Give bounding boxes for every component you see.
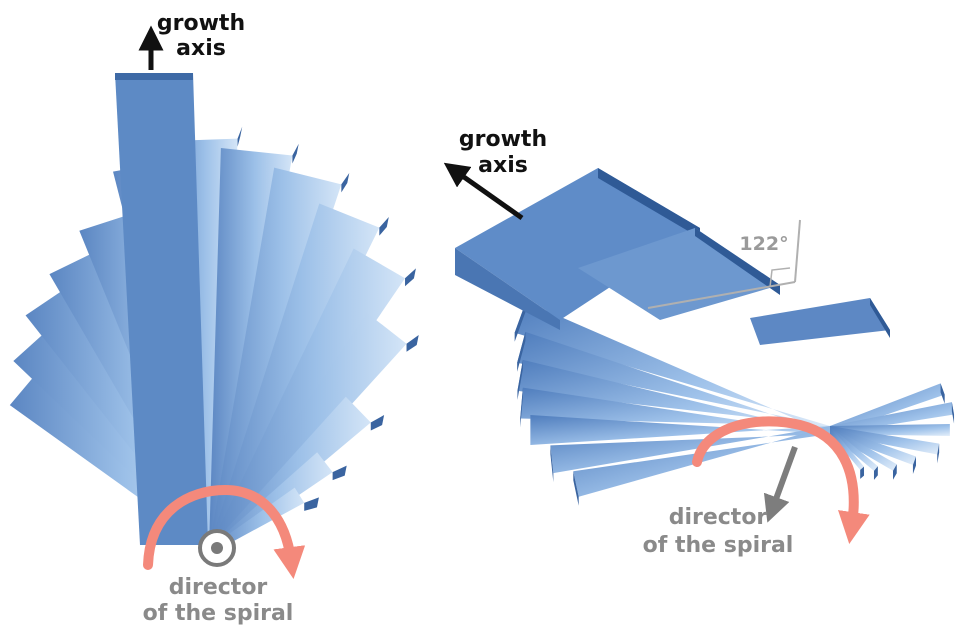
left-plate <box>209 248 406 548</box>
left-plate-edge <box>406 334 419 352</box>
left-director-symbol <box>198 529 236 567</box>
left-plate-edge <box>304 497 319 511</box>
right-plate-edge <box>951 402 955 424</box>
right-plate <box>830 426 897 471</box>
right-director-arrow <box>763 445 798 523</box>
left-plate <box>209 396 371 548</box>
right-plate-edge <box>873 466 878 480</box>
right-plate-edge <box>860 466 865 479</box>
right-plate-edge <box>520 387 523 428</box>
right-growth-label-1: growth <box>459 127 547 152</box>
right-director-label-2: of the spiral <box>643 533 794 558</box>
right-plate-edge <box>912 456 917 474</box>
right-growth-axis-arrow <box>443 162 524 221</box>
left-plate-fan <box>9 126 419 549</box>
right-top-plate <box>455 168 890 345</box>
left-growth-label-1: growth <box>157 11 245 36</box>
right-plate <box>830 426 878 471</box>
left-plate <box>209 487 305 548</box>
left-plate-edge <box>292 143 299 164</box>
right-plate-edge <box>940 383 945 404</box>
right-plate-edge <box>892 464 897 480</box>
right-plate <box>530 415 830 445</box>
left-plate-edge <box>370 415 385 431</box>
left-plate-edge <box>332 465 347 481</box>
left-top-plate <box>115 73 208 545</box>
right-plate <box>830 426 917 465</box>
right-plate <box>550 426 830 474</box>
right-plate <box>830 426 865 470</box>
left-rotation-arrow <box>143 484 306 580</box>
right-plate <box>517 359 830 434</box>
right-plate <box>830 426 940 455</box>
right-plate <box>517 331 830 434</box>
angle-label: 122° <box>739 233 788 255</box>
right-plate-edge <box>573 471 579 506</box>
right-growth-label-2: axis <box>478 153 528 178</box>
right-plate-edge <box>514 301 526 342</box>
left-plate-edge <box>341 172 350 193</box>
right-rotation-arrow <box>692 416 870 545</box>
left-plate-edge <box>379 217 389 236</box>
left-director-label-1: director <box>169 575 268 600</box>
right-plate <box>514 301 830 434</box>
left-plate <box>209 312 407 548</box>
right-plate-edge <box>550 445 554 483</box>
left-plate-edge <box>405 268 416 287</box>
left-director-label-2: of the spiral <box>143 601 294 626</box>
right-plate-edge <box>517 359 523 400</box>
left-growth-label-2: axis <box>176 36 226 61</box>
left-plate-edge <box>237 126 243 147</box>
right-plate-edge <box>937 443 940 464</box>
right-plate-edge <box>517 331 526 372</box>
right-director-label-1: director <box>669 505 768 530</box>
left-plate <box>209 452 333 548</box>
angle-indicator <box>647 219 801 309</box>
